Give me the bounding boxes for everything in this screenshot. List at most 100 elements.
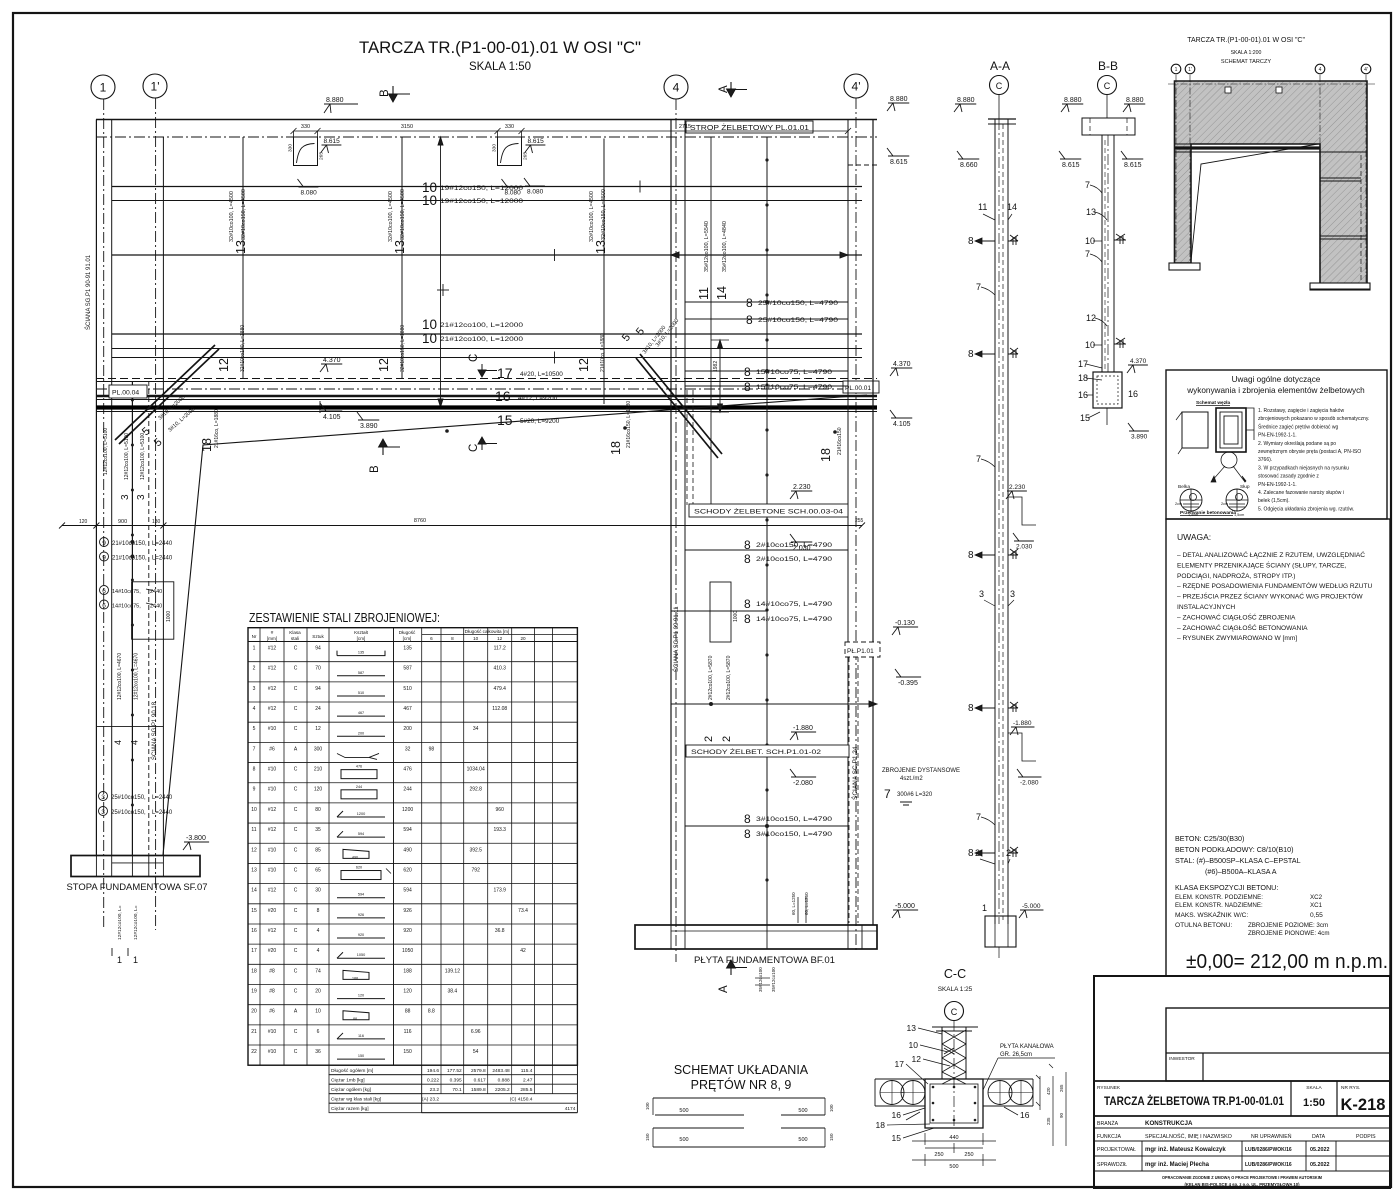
svg-text:117.2: 117.2	[494, 646, 506, 652]
svg-text:0.617: 0.617	[474, 1078, 486, 1084]
svg-text:476: 476	[356, 765, 362, 769]
svg-text:100: 100	[645, 1102, 650, 1110]
svg-text:#20: #20	[268, 948, 277, 954]
svg-text:Ciężar wg klas stali [kg]: Ciężar wg klas stali [kg]	[331, 1097, 381, 1103]
svg-text:7: 7	[976, 812, 981, 822]
svg-text:490: 490	[403, 847, 412, 853]
svg-text:150: 150	[829, 1133, 834, 1141]
svg-text:36.8: 36.8	[495, 928, 505, 934]
svg-text:9: 9	[102, 555, 106, 562]
svg-text:OTULNA BETONU:: OTULNA BETONU:	[1175, 922, 1233, 929]
svg-text:C: C	[294, 867, 298, 873]
svg-text:ELEM. KONSTR. NADZIEMNE:: ELEM. KONSTR. NADZIEMNE:	[1175, 902, 1263, 909]
svg-text:15#10co75, L=4790: 15#10co75, L=4790	[756, 384, 833, 391]
svg-text:10: 10	[422, 180, 437, 195]
svg-text:L=2440: L=2440	[152, 795, 173, 801]
svg-text:265: 265	[319, 152, 325, 160]
svg-text:23.2: 23.2	[430, 1087, 440, 1093]
svg-text:3#10co150, L=4790: 3#10co150, L=4790	[756, 831, 833, 838]
svg-text:8760: 8760	[414, 518, 426, 524]
svg-text:Uwagi ogólne dotyczące: Uwagi ogólne dotyczące	[1232, 375, 1321, 384]
svg-text:-2.080: -2.080	[1020, 780, 1039, 787]
svg-text:7: 7	[976, 282, 981, 292]
svg-text:300: 300	[314, 746, 323, 752]
svg-text:21#10co150,: 21#10co150,	[112, 556, 147, 562]
svg-text:30: 30	[315, 888, 321, 894]
svg-text:410.3: 410.3	[493, 666, 506, 672]
svg-text:mgr inż. Mateusz Kowalczyk: mgr inż. Mateusz Kowalczyk	[1145, 1147, 1226, 1153]
svg-text:8.880: 8.880	[1126, 97, 1144, 104]
svg-text:587: 587	[403, 666, 412, 672]
svg-text:C: C	[951, 1007, 958, 1017]
svg-text:(KELAN BIS-POLSCE 4 sp. z o.o.: (KELAN BIS-POLSCE 4 sp. z o.o. UL. PRZEM…	[1185, 1182, 1300, 1187]
svg-text:177.52: 177.52	[447, 1068, 462, 1074]
svg-text:10: 10	[422, 331, 437, 346]
svg-text:35#12co100: 35#12co100	[758, 967, 763, 992]
svg-text:7: 7	[253, 746, 256, 752]
svg-text:10: 10	[315, 1009, 321, 1015]
svg-text:12#12co100, L=5100: 12#12co100, L=5100	[103, 428, 109, 475]
svg-text:20: 20	[520, 636, 526, 641]
svg-text:6: 6	[102, 588, 106, 595]
svg-text:8.880: 8.880	[326, 97, 344, 104]
svg-text:#12: #12	[268, 807, 277, 813]
svg-text:21: 21	[251, 1029, 257, 1035]
svg-text:620: 620	[403, 867, 412, 873]
svg-text:20: 20	[315, 988, 321, 994]
svg-text:34: 34	[473, 726, 479, 732]
svg-text:6: 6	[317, 1029, 320, 1035]
svg-text:32#10co100, L=4500: 32#10co100, L=4500	[589, 191, 595, 242]
svg-text:21#16co150: 21#16co150	[837, 427, 843, 455]
svg-text:16: 16	[251, 928, 257, 934]
svg-text:#12: #12	[268, 888, 277, 894]
svg-text:#8: #8	[269, 968, 275, 974]
svg-text:139.12: 139.12	[445, 968, 461, 974]
svg-text:188: 188	[352, 976, 358, 980]
svg-text:80: 80	[315, 807, 321, 813]
svg-text:18: 18	[251, 968, 257, 974]
svg-text:467: 467	[403, 706, 412, 712]
svg-text:12: 12	[912, 1054, 922, 1064]
svg-text:ELEM. KONSTR. PODZIEMNE:: ELEM. KONSTR. PODZIEMNE:	[1175, 894, 1263, 901]
svg-text:INWESTOR: INWESTOR	[1169, 1056, 1195, 1062]
svg-text:4.105: 4.105	[323, 414, 341, 421]
svg-text:(C) 4150.4: (C) 4150.4	[510, 1097, 533, 1103]
svg-text:6: 6	[430, 636, 433, 641]
svg-text:2: 2	[253, 666, 256, 672]
svg-text:12#12co100, L=4670: 12#12co100, L=4670	[117, 653, 123, 700]
svg-text:3: 3	[136, 494, 147, 500]
svg-text:4': 4'	[1364, 67, 1368, 73]
svg-text:11: 11	[251, 827, 256, 833]
svg-text:PRĘTÓW NR 8, 9: PRĘTÓW NR 8, 9	[691, 1077, 792, 1092]
svg-text:1': 1'	[151, 79, 160, 93]
svg-text:C: C	[294, 666, 298, 672]
svg-text:-1.880: -1.880	[793, 725, 813, 732]
svg-text:74: 74	[315, 968, 321, 974]
svg-text:32#10co150, L=4500: 32#10co150, L=4500	[241, 189, 247, 240]
svg-text:920: 920	[358, 933, 364, 937]
svg-text:Ciężar razem [kg]: Ciężar razem [kg]	[331, 1106, 369, 1112]
svg-text:KLASA EKSPOZYCJI BETONU:: KLASA EKSPOZYCJI BETONU:	[1175, 883, 1278, 892]
svg-text:3: 3	[101, 794, 105, 801]
svg-text:L=2440: L=2440	[152, 810, 173, 816]
svg-text:19#12co150, L=12000: 19#12co150, L=12000	[440, 185, 524, 192]
svg-text:ŚCIANA SC.P1.24: ŚCIANA SC.P1.24	[850, 746, 859, 800]
svg-text:12: 12	[1086, 313, 1096, 323]
svg-text:14: 14	[251, 888, 257, 894]
svg-text:330: 330	[288, 144, 294, 152]
svg-text:479.4: 479.4	[493, 686, 506, 692]
svg-text:A-A: A-A	[990, 59, 1010, 73]
svg-text:73.4: 73.4	[518, 908, 528, 914]
svg-text:1: 1	[982, 903, 987, 913]
svg-text:38.4: 38.4	[447, 988, 457, 994]
svg-text:88: 88	[353, 1017, 357, 1021]
svg-text:8: 8	[968, 349, 974, 360]
svg-text:4: 4	[673, 80, 680, 94]
svg-text:1050: 1050	[402, 948, 413, 954]
svg-text:[cm]: [cm]	[357, 636, 366, 641]
svg-text:330: 330	[505, 124, 514, 130]
svg-text:594: 594	[403, 888, 412, 894]
svg-text:210: 210	[314, 767, 323, 773]
svg-text:120: 120	[358, 994, 364, 998]
svg-text:135: 135	[403, 646, 412, 652]
